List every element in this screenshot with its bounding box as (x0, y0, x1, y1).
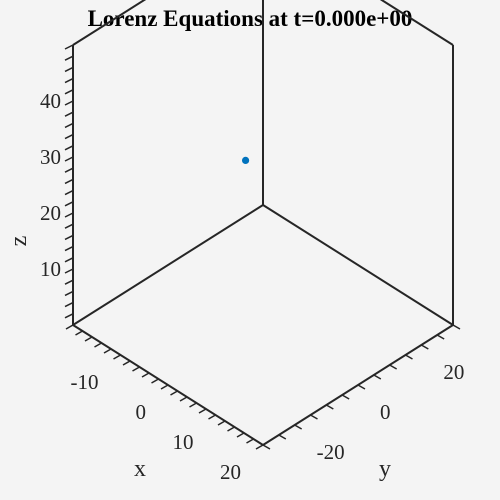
z-minor-tick (64, 290, 74, 297)
z-minor-tick (64, 245, 74, 252)
z-minor-tick (64, 66, 74, 73)
y-tick-label: 0 (380, 400, 391, 424)
z-minor-tick (64, 279, 74, 285)
x-axis-label: x (134, 456, 146, 482)
box-edge (379, 0, 454, 46)
x-minor-tick (179, 396, 188, 402)
x-minor-tick (65, 324, 74, 330)
data-points (241, 156, 250, 164)
x-minor-tick (122, 360, 131, 366)
z-minor-tick (64, 77, 74, 84)
axis-labels: x y z (6, 236, 391, 482)
x-minor-tick (246, 438, 254, 444)
z-axis-label: z (6, 236, 32, 247)
y-minor-tick (405, 354, 413, 360)
x-minor-tick (227, 426, 235, 432)
z-minor-tick (64, 133, 74, 140)
tick-labels: -10 0 10 20 -20 0 20 10 20 30 40 (40, 89, 464, 484)
y-tick (294, 424, 303, 430)
y-tick-label: 20 (443, 360, 464, 384)
y-minor-tick (278, 434, 287, 440)
y-tick-label: -20 (317, 440, 345, 464)
y-minor-tick (325, 404, 334, 410)
box-edge (72, 204, 264, 326)
x-tick (255, 444, 264, 450)
x-minor-tick (151, 378, 159, 384)
z-tick-label: 40 (40, 89, 61, 113)
z-minor-tick (64, 257, 74, 263)
z-tick (64, 100, 74, 106)
chart-title: Lorenz Equations at t=0.000e+00 (87, 6, 413, 31)
x-minor-tick (94, 342, 102, 348)
y-minor-tick (262, 444, 271, 450)
x-minor-tick (236, 432, 245, 438)
z-minor-tick (64, 234, 74, 241)
z-minor-tick (64, 313, 74, 319)
x-minor-tick (132, 366, 140, 372)
z-tick-label: 20 (40, 201, 61, 225)
z-minor-tick (64, 178, 74, 185)
z-minor-tick (64, 111, 74, 117)
axis-ticks (64, 44, 461, 450)
z-tick (64, 156, 74, 162)
x-minor-tick (217, 420, 226, 426)
y-minor-tick (310, 414, 318, 420)
z-minor-tick (64, 122, 74, 129)
y-minor-tick (452, 324, 461, 330)
x-tick-label: 10 (173, 430, 194, 454)
x-tick (113, 354, 121, 360)
box-edge (262, 204, 454, 326)
axes-box (72, 0, 454, 446)
x-minor-tick (75, 330, 83, 336)
y-minor-tick (373, 374, 382, 380)
z-minor-tick (64, 145, 74, 151)
z-minor-tick (64, 223, 74, 229)
x-minor-tick (84, 336, 93, 342)
x-tick-label: 0 (136, 400, 147, 424)
x-tick-label: 20 (220, 460, 241, 484)
x-minor-tick (141, 372, 150, 378)
z-minor-tick (64, 89, 74, 95)
z-tick (64, 212, 74, 218)
y-tick (420, 344, 429, 350)
z-tick-label: 30 (40, 145, 61, 169)
z-minor-tick (64, 44, 74, 50)
z-minor-tick (64, 167, 74, 173)
x-tick (208, 414, 216, 420)
y-minor-tick (436, 334, 445, 340)
x-tick (160, 384, 169, 390)
y-tick (357, 384, 366, 390)
y-minor-tick (341, 394, 350, 400)
box-edge (72, 0, 147, 46)
z-minor-tick (64, 189, 74, 196)
x-tick-label: -10 (71, 370, 99, 394)
x-minor-tick (103, 348, 112, 354)
z-minor-tick (64, 301, 74, 308)
z-tick-label: 10 (40, 257, 61, 281)
data-point (241, 156, 250, 164)
x-minor-tick (198, 408, 207, 414)
z-minor-tick (64, 201, 74, 207)
y-axis-label: y (379, 456, 391, 482)
x-minor-tick (170, 390, 178, 396)
z-tick (64, 268, 74, 274)
z-minor-tick (64, 55, 74, 61)
x-minor-tick (189, 402, 197, 408)
y-minor-tick (389, 364, 398, 370)
